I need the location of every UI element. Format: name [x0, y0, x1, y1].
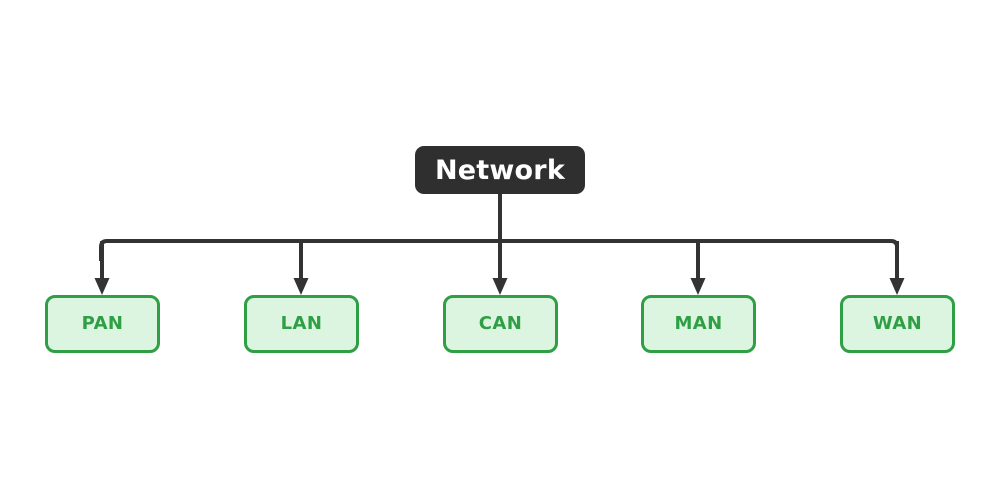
arrowhead-lan — [293, 278, 309, 295]
root-node-network[interactable]: Network — [415, 146, 585, 194]
leaf-node-label-wan: WAN — [872, 313, 923, 334]
leaf-node-can[interactable]: CAN — [443, 295, 558, 353]
leaf-node-label-can: CAN — [478, 313, 523, 334]
leaf-node-wan[interactable]: WAN — [840, 295, 955, 353]
arrowhead-wan — [889, 278, 905, 295]
leaf-node-label-lan: LAN — [280, 313, 323, 334]
leaf-node-lan[interactable]: LAN — [244, 295, 359, 353]
leaf-node-label-man: MAN — [674, 313, 723, 334]
leaf-node-pan[interactable]: PAN — [45, 295, 160, 353]
leaf-node-man[interactable]: MAN — [641, 295, 756, 353]
leaf-node-label-pan: PAN — [81, 313, 124, 334]
arrowhead-man — [690, 278, 706, 295]
arrowhead-pan — [94, 278, 110, 295]
root-node-label: Network — [435, 154, 565, 186]
arrowhead-can — [492, 278, 508, 295]
